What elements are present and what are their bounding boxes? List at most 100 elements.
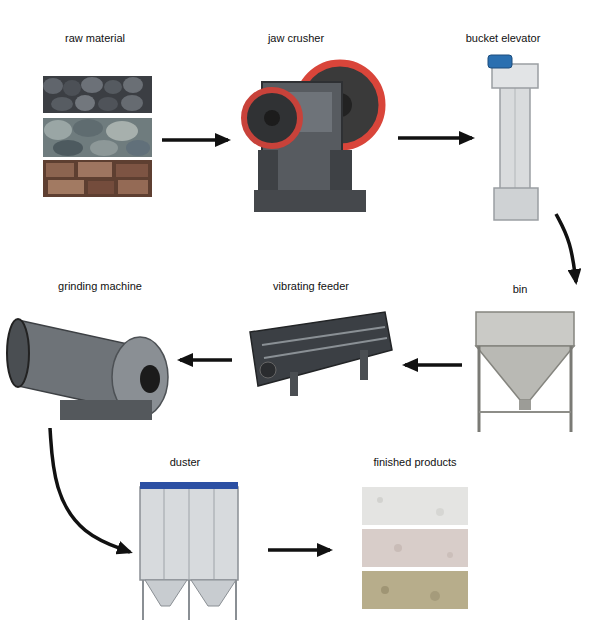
flow-arrow [398, 136, 472, 140]
bin-box [476, 312, 574, 346]
vibrating-feeder-picture [250, 312, 392, 396]
rock [46, 163, 74, 177]
flow-arrow [556, 214, 576, 282]
rock [123, 77, 143, 93]
bin-leg [570, 346, 573, 432]
rock [75, 95, 95, 111]
rock [78, 162, 112, 177]
powder-speck [430, 591, 440, 601]
duster-leg [188, 580, 190, 620]
duster-picture [140, 482, 238, 620]
pink-powder [362, 529, 468, 567]
grinding-machine-picture [7, 319, 168, 420]
hub [264, 110, 280, 126]
step-label: jaw crusher [268, 32, 324, 45]
rock [53, 140, 83, 156]
rock [116, 164, 148, 177]
process-step: bucket elevator [472, 28, 562, 214]
crusher-base [254, 190, 366, 212]
white-powder [362, 487, 468, 525]
jaw-crusher-picture [244, 63, 382, 212]
rock [73, 119, 103, 137]
brown-rocks [43, 160, 152, 197]
rock [48, 180, 84, 194]
feeder-grate [264, 338, 387, 358]
elevator-boot [494, 188, 538, 220]
flow-arrow [162, 138, 228, 142]
mill-drum [18, 320, 128, 410]
filter-cabinet [140, 487, 238, 580]
powder-speck [436, 508, 444, 516]
rock [126, 140, 150, 156]
filter-top [140, 482, 238, 489]
duster-leg [142, 580, 144, 620]
mill-outlet [140, 365, 160, 393]
step-label: bin [513, 283, 528, 296]
cabinet-divider [189, 487, 190, 580]
cabinet-divider [214, 487, 215, 580]
process-step: raw material [40, 28, 162, 200]
rock-samples [43, 76, 152, 197]
flow-arrow [405, 363, 462, 367]
feeder-support [290, 372, 298, 396]
process-step: vibrating feeder [232, 278, 405, 404]
rock [118, 180, 148, 194]
powder-speck [447, 552, 453, 558]
rock [43, 78, 63, 94]
rock [90, 140, 118, 156]
elevator-motor [488, 55, 512, 68]
duster-leg [235, 580, 237, 620]
mill-base [60, 400, 152, 420]
dark-rocks [43, 76, 152, 113]
tan-powder [362, 571, 468, 609]
rock [121, 95, 143, 111]
dust-hopper [145, 580, 187, 606]
crusher-leg [330, 150, 352, 190]
column-seam [515, 85, 516, 200]
bin-brace [479, 411, 571, 413]
rock [63, 80, 81, 96]
process-step: jaw crusher [228, 28, 398, 218]
feeder-motor [260, 362, 276, 378]
elevator-column [500, 80, 530, 205]
flow-arrow [268, 548, 330, 552]
powder-speck [377, 497, 383, 503]
bucket-elevator-picture [488, 55, 538, 220]
rock [81, 77, 103, 93]
powder-speck [381, 586, 389, 594]
rock [44, 120, 72, 140]
flywheel [244, 90, 300, 146]
step-label: duster [170, 456, 201, 469]
bin-spout [519, 400, 531, 410]
dust-hopper [191, 580, 236, 606]
process-step: finished products [330, 455, 475, 615]
rock [98, 97, 118, 111]
process-step: grinding machine [5, 278, 180, 428]
bin-hopper [476, 346, 574, 400]
flow-arrow [50, 428, 130, 552]
step-label: finished products [373, 456, 456, 469]
cabinet-divider [164, 487, 165, 580]
powder-samples [362, 487, 468, 609]
flow-arrow [180, 358, 232, 362]
process-step: bin [462, 282, 582, 438]
step-label: grinding machine [58, 280, 142, 293]
feeder-support [360, 350, 368, 380]
step-label: vibrating feeder [273, 280, 349, 293]
mill-gear [7, 319, 29, 387]
rock [51, 97, 73, 111]
process-step: duster [130, 455, 268, 625]
feeder-trough [250, 312, 392, 386]
crusher-leg [258, 150, 278, 190]
bin-picture [476, 312, 574, 432]
step-label: raw material [65, 32, 125, 45]
powder-speck [394, 544, 402, 552]
rock [106, 121, 138, 141]
rock [88, 181, 114, 194]
grey-rocks [43, 118, 152, 157]
rock [104, 80, 122, 94]
